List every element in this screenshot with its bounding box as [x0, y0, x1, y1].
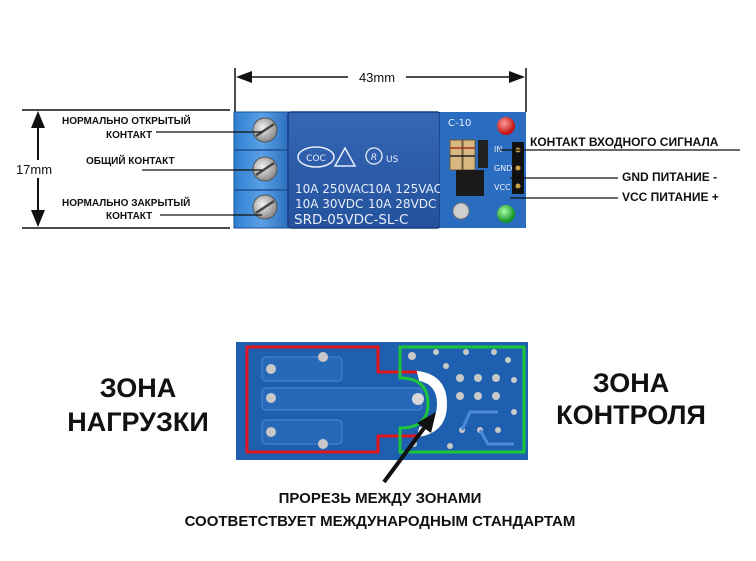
- isolation-slot: [416, 370, 448, 438]
- relay-rating-1b: 10A 125VAC: [368, 182, 442, 196]
- screw-com-icon: [252, 156, 278, 182]
- height-label: 17mm: [16, 162, 52, 177]
- label-nc-line1: НОРМАЛЬНО ЗАКРЫТЫЙ: [62, 196, 190, 209]
- relay-rating-2a: 10A 30VDC: [295, 197, 363, 211]
- slot-pointer-arrow: [382, 412, 436, 484]
- pin-vcc-label: VCC: [494, 183, 511, 192]
- label-nc-line2: КОНТАКТ: [106, 211, 152, 222]
- header-pins: [512, 142, 524, 194]
- control-zone-outline: [398, 345, 526, 454]
- pin-gnd-label: GND: [494, 164, 512, 173]
- height-dimension: 17mm: [8, 109, 230, 229]
- load-zone-title-line2: НАГРУЗКИ: [67, 407, 209, 437]
- label-vcc: VCC ПИТАНИЕ +: [622, 190, 719, 204]
- label-com: ОБЩИЙ КОНТАКТ: [86, 154, 175, 167]
- label-in: КОНТАКТ ВХОДНОГО СИГНАЛА: [530, 135, 719, 149]
- width-dimension: 43mm: [234, 68, 527, 112]
- warning-triangle-icon: [333, 146, 357, 167]
- screw-no-icon: [252, 117, 278, 143]
- control-zone-title-line1: ЗОНА: [593, 368, 670, 398]
- caption-line2: СООТВЕТСТВУЕТ МЕЖДУНАРОДНЫМ СТАНДАРТАМ: [185, 513, 576, 530]
- load-zone-title-line1: ЗОНА: [100, 373, 177, 403]
- us-mark: US: [386, 155, 399, 165]
- label-no-line2: КОНТАКТ: [106, 130, 152, 141]
- svg-text:COC: COC: [306, 154, 326, 164]
- ul-mark-icon: R: [365, 147, 383, 165]
- resistor-icon: [449, 139, 463, 171]
- relay-rating-2b: 10A 28VDC: [368, 197, 436, 211]
- cqc-logo-icon: COC: [297, 146, 335, 168]
- screw-nc-icon: [252, 194, 278, 220]
- caption-line1: ПРОРЕЗЬ МЕЖДУ ЗОНАМИ: [279, 490, 482, 507]
- width-label: 43mm: [359, 70, 395, 85]
- pcb-back-view: [236, 342, 528, 460]
- capacitor-icon: [452, 202, 470, 220]
- power-led-red-icon: [497, 117, 515, 135]
- label-gnd: GND ПИТАНИЕ -: [622, 170, 717, 184]
- left-leader-lines: [142, 131, 262, 216]
- resistor-icon: [462, 139, 476, 171]
- control-zone-title-line2: КОНТРОЛЯ: [556, 400, 706, 430]
- label-no-line1: НОРМАЛЬНО ОТКРЫТЫЙ: [62, 114, 191, 127]
- relay-module-top-view: COC R US 10A 250VAC 10A 125VAC 10A 30VDC…: [233, 111, 526, 229]
- pin-in-label: IN: [494, 145, 502, 154]
- right-leader-lines: [500, 149, 740, 199]
- status-led-green-icon: [497, 205, 515, 223]
- diode-icon: [478, 140, 488, 168]
- svg-text:R: R: [371, 153, 377, 163]
- transistor-icon: [456, 170, 484, 196]
- board-mark: C-10: [448, 118, 471, 129]
- relay-model: SRD-05VDC-SL-C: [294, 212, 408, 228]
- relay-rating-1a: 10A 250VAC: [295, 182, 369, 196]
